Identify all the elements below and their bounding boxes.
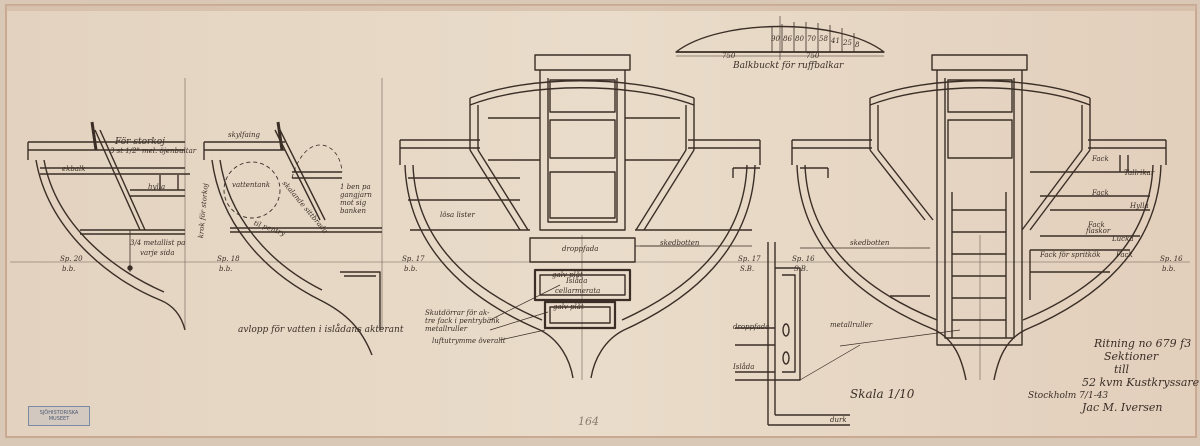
label-fack-4: Fack (1116, 251, 1133, 259)
label-kj-ben-2: gangjarn (340, 191, 372, 199)
label-skedbotten-2: skedbotten (850, 239, 890, 247)
title-till: till (1114, 363, 1129, 376)
label-metallist-2: varje sida (140, 249, 175, 257)
label-slutdorrar-3: metallruller (425, 325, 468, 333)
title-date: Stockholm 7/1-43 (1028, 391, 1109, 401)
label-kj-ben-4: banken (340, 207, 367, 215)
label-fack-spritkok: Fack för spritkök (1040, 251, 1101, 259)
label-hylla-1: hylla (148, 183, 166, 191)
label-fack-3: Fack (1088, 221, 1105, 229)
frame-label-sp20: Sp. 20 (60, 255, 83, 263)
label-kj-ben-3: mot sig (340, 199, 367, 207)
label-slutdorrar: Skutdörrar för ak- (425, 309, 490, 317)
title-sektioner: Sektioner (1104, 350, 1159, 363)
title-kustkryssare: 52 kvm Kustkryssare (1082, 376, 1200, 389)
camber-tick-2: 80 (795, 35, 804, 43)
label-hylla-2: Hylla (1130, 202, 1149, 210)
museum-stamp: SJÖHISTORISKA MUSEET (28, 406, 90, 426)
camber-tick-5: 41 (831, 37, 840, 45)
label-fack-1: Fack (1092, 155, 1109, 163)
camber-tick-6: 25 (843, 39, 852, 47)
label-losa-lister: lösa lister (440, 211, 475, 219)
label-avlopp: avlopp för vatten i islådans akterant (238, 325, 404, 335)
camber-tick-4: 58 (819, 35, 828, 43)
label-gale-plat: galv plåt (552, 271, 583, 279)
label-skedbotten-1: skedbotten (660, 239, 700, 247)
label-durk: durk (830, 416, 847, 424)
frame-sub-sp17-right: S.B. (740, 265, 755, 273)
label-islada: Islåda (566, 277, 588, 285)
section-sp16 (791, 54, 1167, 381)
frame-label-sp17: Sp. 17 (402, 255, 425, 263)
label-balkbuckt: Balkbuckt för ruffbalkar (733, 61, 844, 71)
frame-label-sp16: Sp. 16 (792, 255, 815, 263)
camber-tick-0: 90 (771, 35, 780, 43)
label-ekbalk: ekbalk (62, 165, 86, 173)
label-lucka: Lucka (1112, 235, 1134, 243)
label-for-storkoj: För storkoj (115, 137, 165, 147)
label-kj-ben: 1 ben pa (340, 183, 371, 191)
paper-torn-edge (6, 5, 1196, 11)
camber-board (675, 16, 885, 60)
label-metallruller: metallruller (830, 321, 873, 329)
frame-label-sp18: Sp. 18 (217, 255, 240, 263)
label-camber-half: 750 (722, 52, 736, 60)
frame-label-sp16-right: Sp. 16 (1160, 255, 1183, 263)
label-vattentank: vattentank (232, 181, 271, 189)
label-droppfada-2: droppfada (733, 323, 770, 331)
label-skylfaing: skylfaing (228, 131, 261, 139)
detail-longitudinal (735, 242, 861, 426)
frame-sub-sp20: b.b. (62, 265, 76, 273)
label-tallrikar: Tallrikar (1124, 169, 1155, 177)
frame-sub-sp16: S.B. (794, 265, 809, 273)
label-droppfada: droppfada (562, 245, 599, 253)
frame-sub-sp17: b.b. (404, 265, 418, 273)
label-skala: Skala 1/10 (850, 387, 915, 401)
label-luftutrymme: luftutrymme överallt (432, 337, 506, 345)
label-gale-plat-2: galv plåt (553, 303, 584, 311)
stamp-line-1: SJÖHISTORISKA (39, 410, 79, 416)
label-flaskor: flaskor (1086, 227, 1111, 235)
camber-tick-1: 86 (783, 35, 792, 43)
title-drawing-no: Ritning no 679 f3 (1094, 337, 1192, 350)
camber-tick-3: 70 (807, 35, 816, 43)
label-slutdorrar-2: tre fack i pentrybänk (425, 317, 500, 325)
frame-sub-sp18: b.b. (219, 265, 233, 273)
pencil-number: 164 (578, 415, 599, 428)
section-sp20 (27, 121, 190, 331)
label-metallist: 3/4 metallist pa (130, 239, 186, 247)
label-islada-2: Islåda (733, 363, 755, 371)
camber-tick-7: 8 (855, 41, 860, 49)
label-for-storkoj-2: 3 st 1/2" mel. öjenbultar (110, 147, 197, 155)
frame-label-sp17-right: Sp. 17 (738, 255, 761, 263)
label-fack-2: Fack (1092, 189, 1109, 197)
frame-sub-sp16-right: b.b. (1162, 265, 1176, 273)
label-cellarmerata: cellarmerata (555, 287, 601, 295)
stamp-line-2: MUSEET (48, 416, 70, 422)
label-camber-half-2: 750 (806, 52, 820, 60)
leader-lines (489, 209, 1150, 347)
section-sp18 (203, 121, 382, 356)
title-signature: Jac M. Iversen (1082, 401, 1163, 414)
